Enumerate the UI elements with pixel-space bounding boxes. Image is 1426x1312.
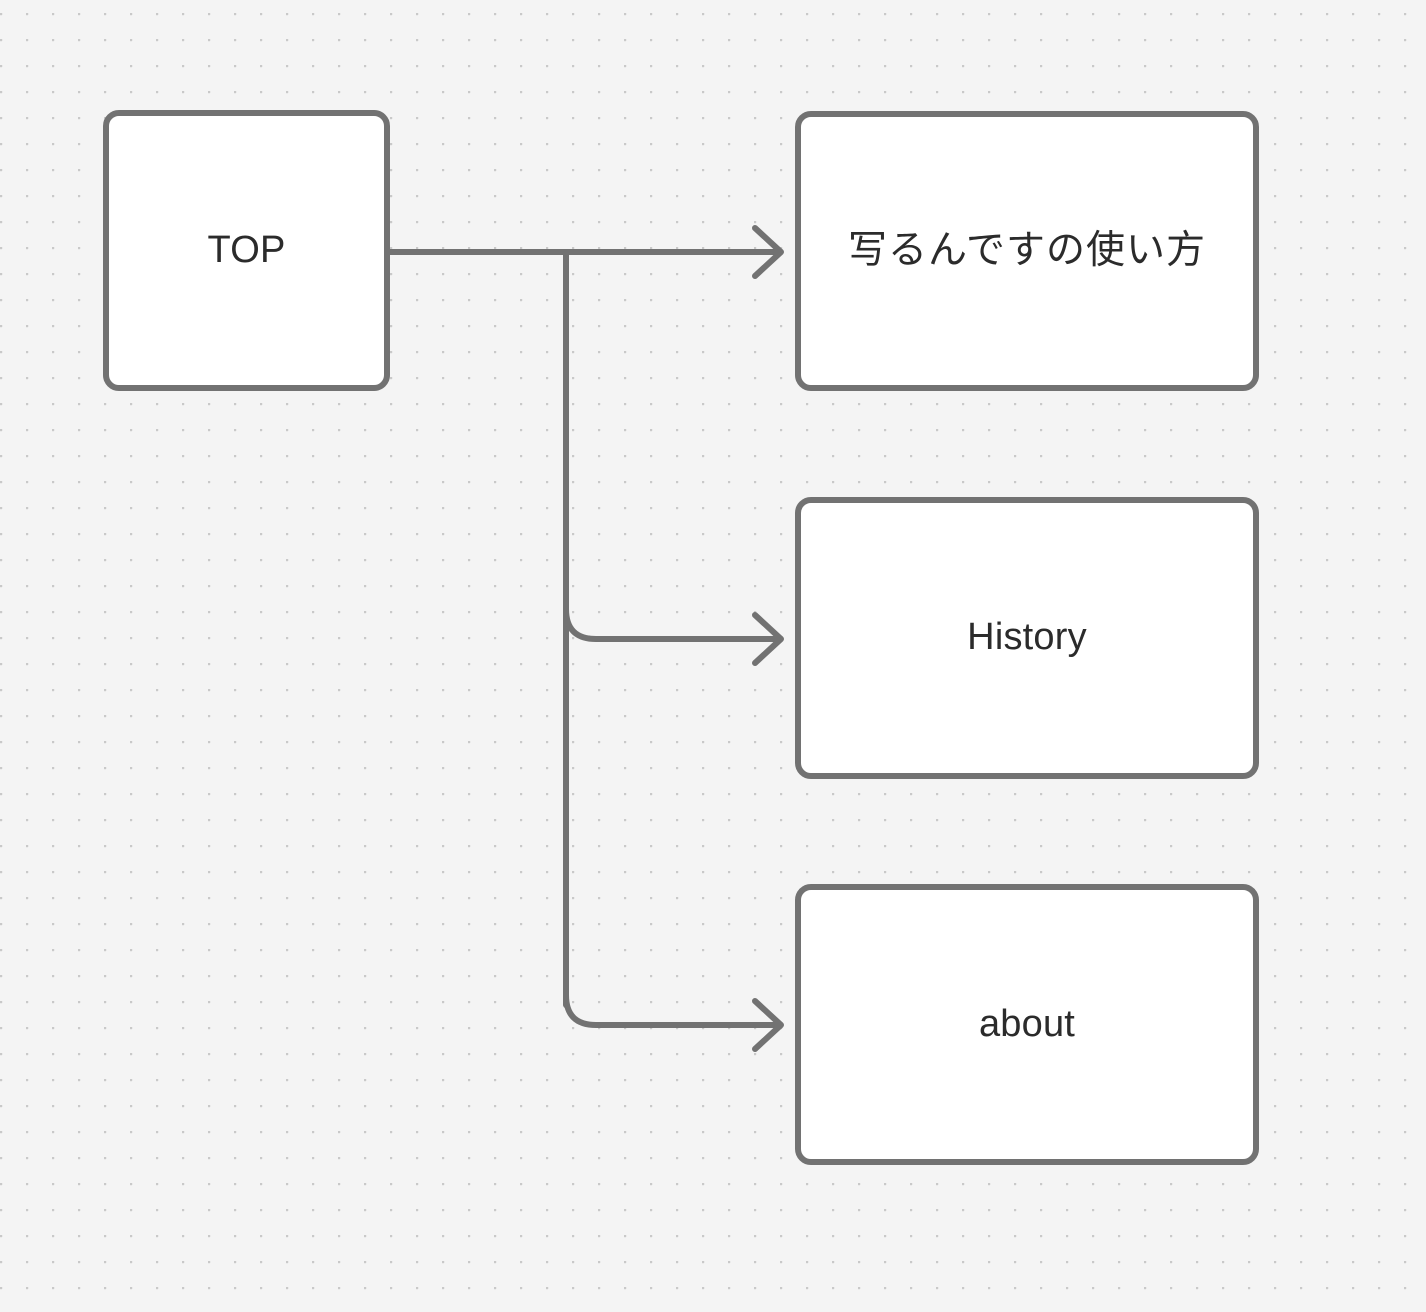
edge-top-to-history-line <box>563 606 781 642</box>
node-about[interactable]: about <box>795 884 1259 1165</box>
edge-top-to-usage-arrowhead <box>752 225 784 279</box>
node-top[interactable]: TOP <box>103 110 390 391</box>
node-about-label: about <box>978 1002 1076 1045</box>
node-top-label: TOP <box>207 228 286 271</box>
node-usage-label: 写るんですの使い方 <box>847 227 1207 273</box>
node-history[interactable]: History <box>795 497 1259 779</box>
node-usage[interactable]: 写るんですの使い方 <box>795 111 1259 391</box>
edge-top-to-history-arrowhead <box>752 612 784 666</box>
node-history-label: History <box>967 616 1087 659</box>
edge-top-to-usage[interactable] <box>387 225 784 279</box>
edge-top-to-about-arrowhead <box>752 998 784 1052</box>
edge-top-to-history[interactable] <box>563 606 784 666</box>
edge-top-to-about-line <box>563 992 781 1028</box>
edge-top-to-about[interactable] <box>563 992 784 1052</box>
